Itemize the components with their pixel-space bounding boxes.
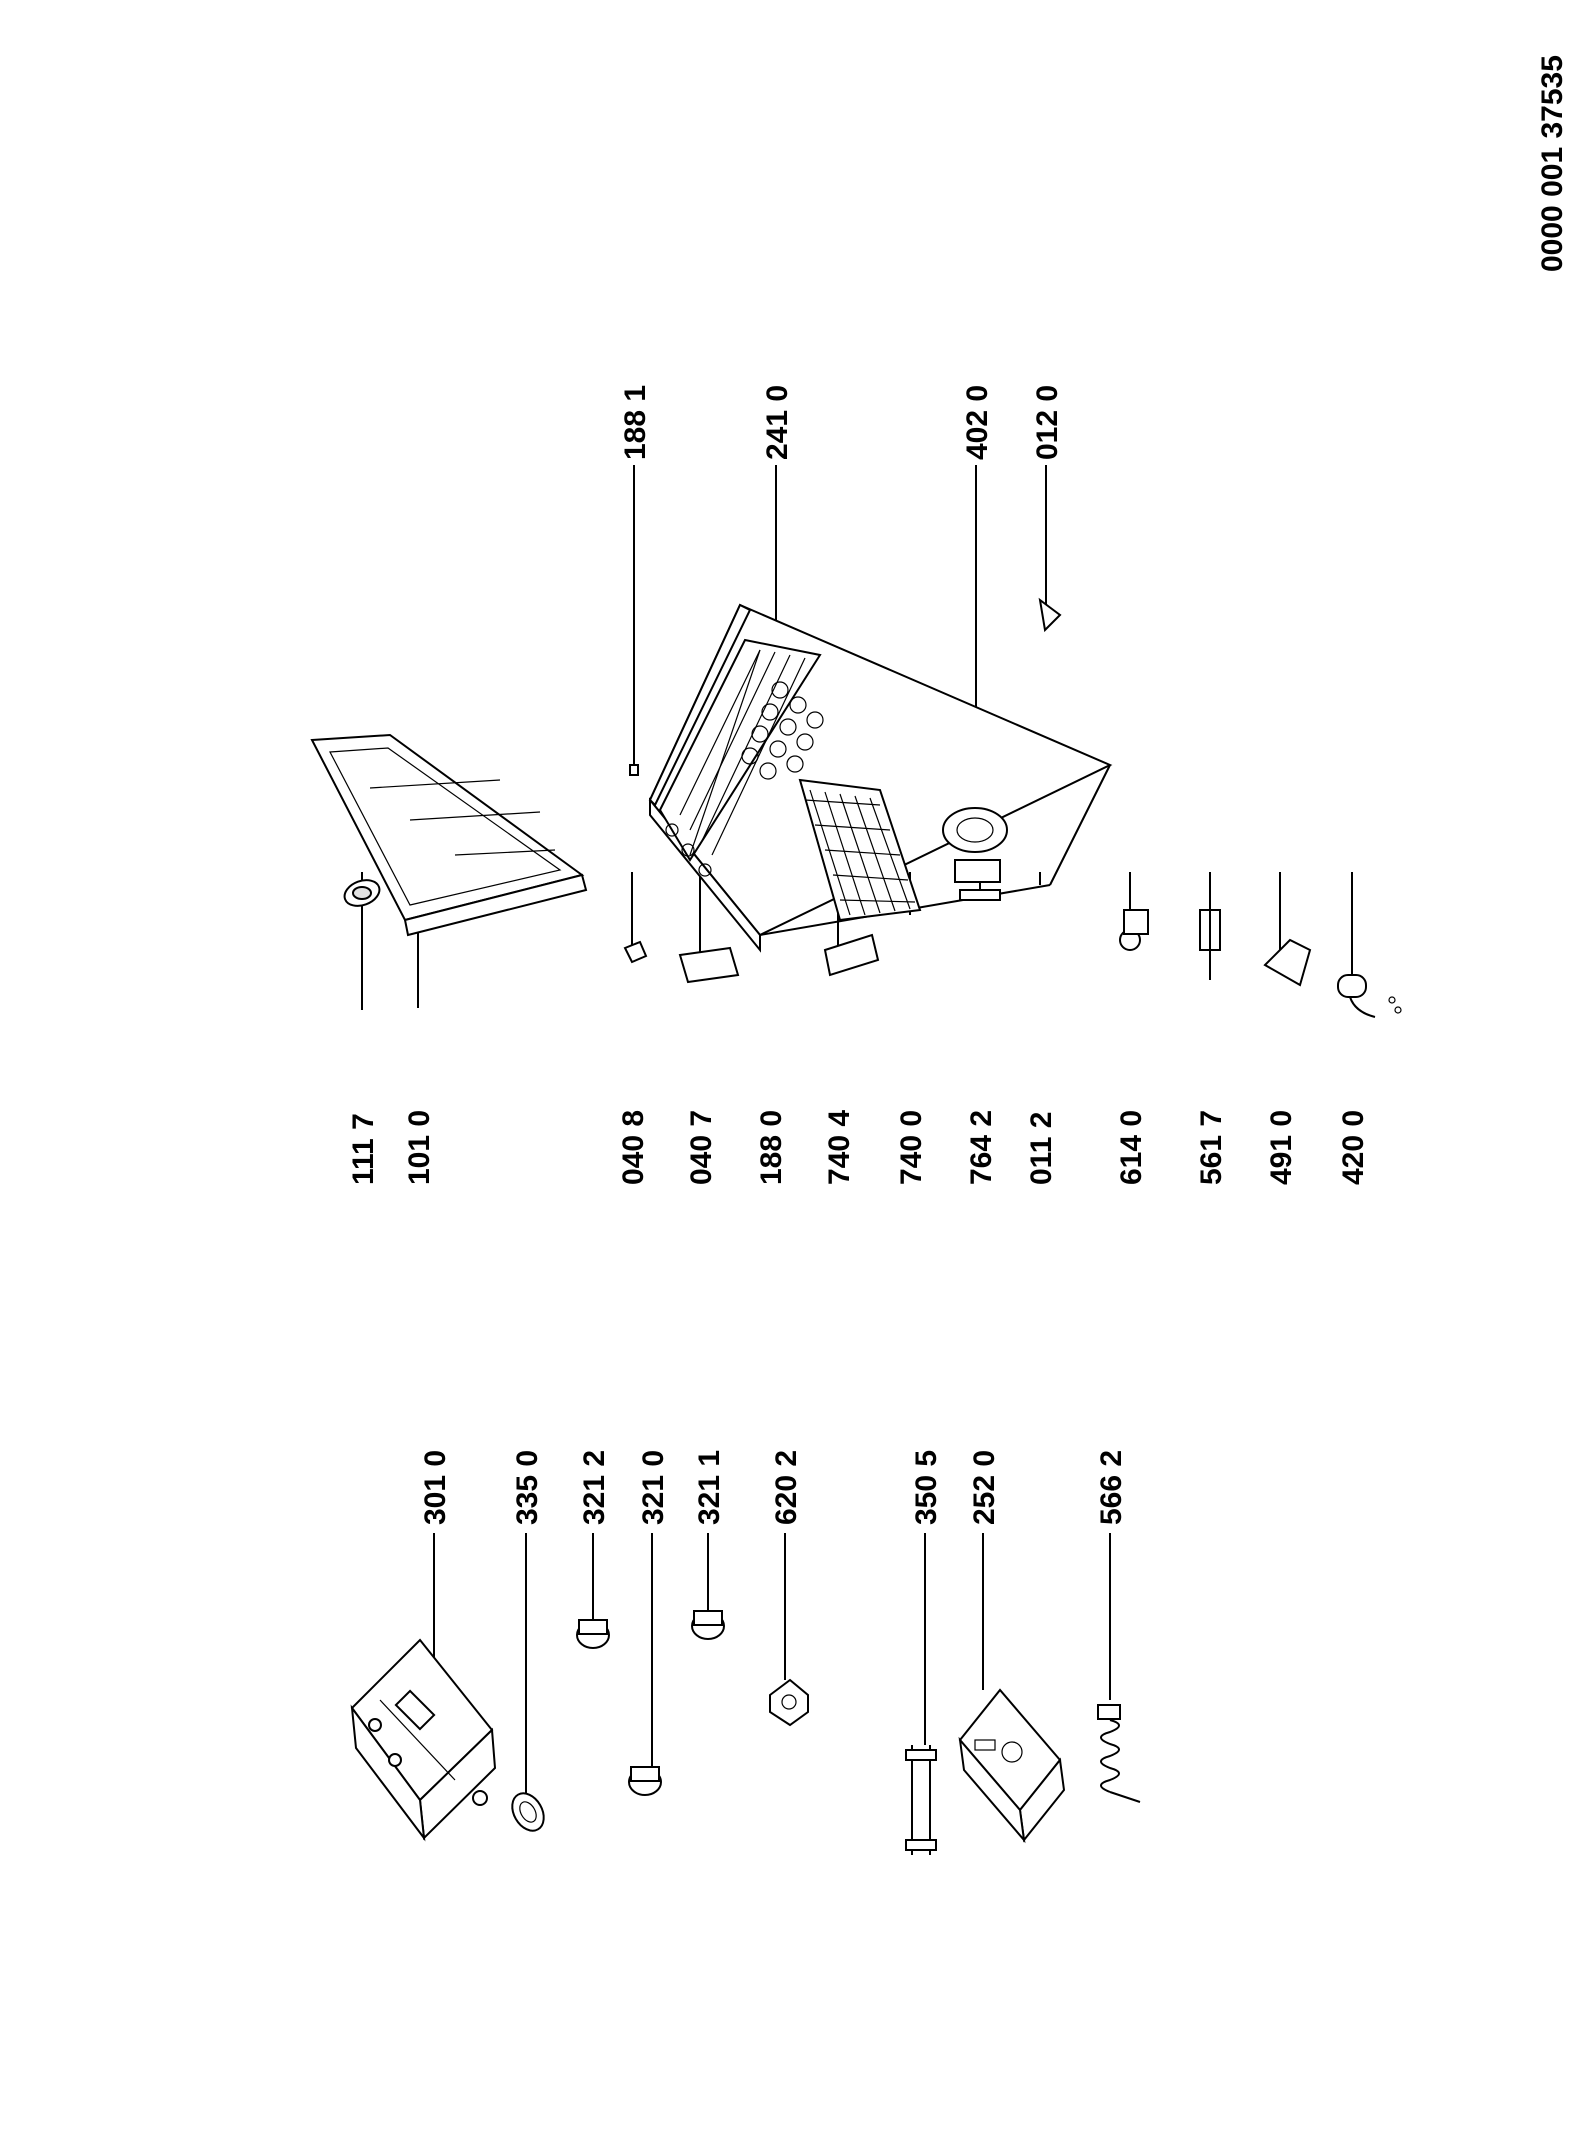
callout-4910: 491 0 <box>1265 1110 1298 1185</box>
compressor-part <box>942 807 1008 883</box>
bracket-part-0407 <box>678 946 740 984</box>
control-housing-part <box>350 1638 497 1842</box>
callout-3010: 301 0 <box>419 1450 452 1525</box>
connector-part <box>905 1745 937 1855</box>
callout-7400: 740 0 <box>895 1110 928 1185</box>
capacitor-part <box>1337 974 1402 1018</box>
callout-6140: 614 0 <box>1115 1110 1148 1185</box>
callout-3211: 321 1 <box>693 1450 726 1525</box>
callout-6202: 620 2 <box>770 1450 803 1525</box>
spring-part <box>1097 1704 1141 1803</box>
thermostat-part <box>958 1688 1066 1844</box>
lamp-cap-3210 <box>628 1766 662 1796</box>
left-group-leaders <box>433 1533 1111 1802</box>
pin-part-1881 <box>629 764 639 776</box>
switch-part <box>1199 900 1221 980</box>
knob-part <box>511 1792 545 1832</box>
callout-4200: 420 0 <box>1337 1110 1370 1185</box>
callout-5662: 566 2 <box>1095 1450 1128 1525</box>
lamp-cap-3212 <box>576 1619 610 1649</box>
callout-1117: 111 7 <box>347 1113 380 1185</box>
callout-0120: 012 0 <box>1031 385 1064 460</box>
callout-7642: 764 2 <box>965 1110 998 1185</box>
foot-part <box>1038 597 1062 633</box>
callout-3212: 321 2 <box>578 1450 611 1525</box>
callout-2520: 252 0 <box>968 1450 1001 1525</box>
cover-part-4910 <box>1263 938 1312 987</box>
relay-part <box>1119 909 1149 951</box>
door-part <box>310 733 588 937</box>
gear-knob-part <box>769 1678 809 1727</box>
callout-0407: 040 7 <box>685 1110 718 1185</box>
callout-1880: 188 0 <box>755 1110 788 1185</box>
basket-part <box>658 638 824 862</box>
callout-labels: 301 0 335 0 321 2 321 0 321 1 620 2 350 … <box>347 385 1370 1525</box>
condenser-part <box>798 778 922 922</box>
callout-3210: 321 0 <box>637 1450 670 1525</box>
callout-1881: 188 1 <box>619 385 652 460</box>
callout-4020: 402 0 <box>961 385 994 460</box>
callout-0408: 040 8 <box>617 1110 650 1185</box>
callout-3505: 350 5 <box>910 1450 943 1525</box>
cabinet-part <box>648 603 1113 953</box>
document-code: 0000 001 37535 <box>1536 55 1569 272</box>
lamp-cap-3211 <box>691 1610 725 1640</box>
callout-3350: 335 0 <box>511 1450 544 1525</box>
cover-part-7404 <box>823 933 880 977</box>
clip-part-0408 <box>623 940 648 964</box>
callout-1010: 101 0 <box>403 1110 436 1185</box>
hinge-button-part <box>343 879 381 907</box>
callout-5617: 561 7 <box>1195 1110 1228 1185</box>
callout-0112: 011 2 <box>1025 1112 1058 1185</box>
sensor-part <box>959 889 1001 901</box>
callout-2410: 241 0 <box>761 385 794 460</box>
cabinet-front-holes <box>665 823 712 877</box>
callout-7404: 740 4 <box>823 1110 856 1185</box>
